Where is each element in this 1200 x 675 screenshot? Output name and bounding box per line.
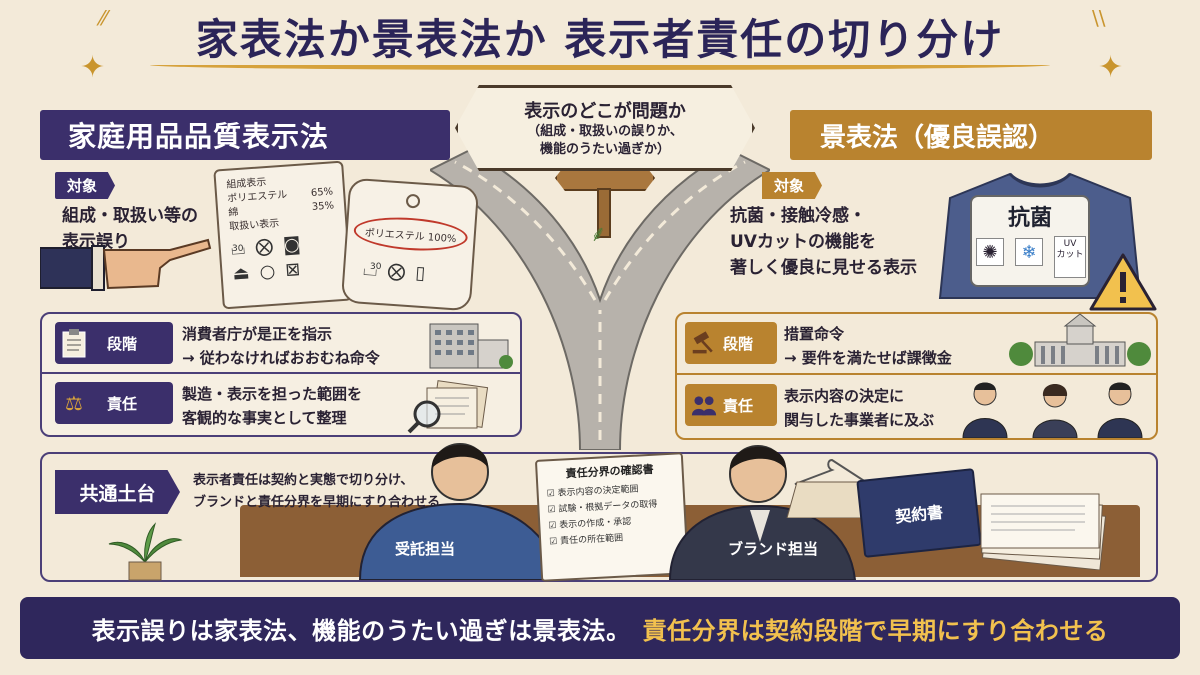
- paper-stack-icon: [980, 493, 1107, 570]
- contractor-label: 受託担当: [395, 540, 456, 558]
- checklist-item-text: 試験・根拠データの取得: [558, 499, 658, 515]
- common-text: 表示者責任は契約と実態で切り分け、 ブランドと責任分界を早期にすり合わせる: [193, 470, 440, 514]
- right-target-line-1: 抗菌・接触冷感・: [730, 206, 866, 226]
- signpost-main: 表示のどこが問題か: [524, 101, 686, 122]
- plant-icon: [108, 522, 183, 581]
- scales-icon: ⚖: [65, 391, 83, 415]
- label-hole: [405, 193, 421, 209]
- bottom-banner: 表示誤りは家表法、機能のうたい過ぎは景表法。 責任分界は契約段階で早期にすり合わ…: [20, 597, 1180, 659]
- right-stage-label: 段階: [723, 334, 754, 353]
- left-resp-line-1: 製造・表示を担った範囲を: [182, 385, 363, 403]
- no-bleach-icon: ⨂: [386, 260, 407, 283]
- right-info-box: [675, 312, 1158, 440]
- left-header: 家庭用品品質表示法: [40, 110, 450, 160]
- right-header: 景表法（優良誤認）: [790, 110, 1152, 160]
- checkbox-icon: ☑: [546, 488, 558, 500]
- composition-label: 組成表示 ポリエステル 65% 綿 35% 取扱い表示 ⌴ ⨂ ◙ ⏏ ○ ⊠: [213, 160, 353, 310]
- garment-hanger-icon: [786, 458, 878, 518]
- right-resp-badge: 責任: [685, 384, 777, 426]
- right-resp-line-2: 関与した事業者に及ぶ: [784, 411, 935, 429]
- right-resp-text: 表示内容の決定に 関与した事業者に及ぶ: [784, 384, 934, 432]
- label-row2-val: 35%: [311, 200, 335, 213]
- no-bleach-icon: ⨂: [254, 235, 274, 258]
- right-resp-line-1: 表示内容の決定に: [784, 387, 905, 405]
- left-stage-label: 段階: [107, 334, 138, 353]
- signpost-text: 表示のどこが問題か （組成・取扱いの誤りか、 機能のうたい過ぎか）: [455, 85, 755, 171]
- iron-icon: ⏏: [231, 262, 251, 285]
- banner-part-2: 責任分界は契約段階で早期にすり合わせる: [642, 616, 1109, 645]
- label2-circled: ポリエステル 100%: [364, 227, 457, 246]
- label1-temp: 30: [232, 244, 244, 254]
- checkbox-icon: ☑: [548, 520, 560, 532]
- right-target-tag: 対象: [762, 172, 823, 199]
- left-resp-text: 製造・表示を担った範囲を 客観的な事実として整理: [182, 382, 362, 430]
- checkbox-icon: ☑: [547, 504, 559, 516]
- left-divider: [42, 372, 520, 374]
- tumble-dry-icon: ◙: [282, 233, 302, 256]
- checklist-item-text: 責任の所在範囲: [559, 533, 624, 547]
- brand-person-illustration: [668, 445, 857, 580]
- label2-temp: 30: [370, 262, 382, 272]
- right-target-text: 抗菌・接触冷感・ UVカットの機能を 著しく優良に見せる表示: [730, 203, 917, 281]
- no-dry-icon: ⊠: [284, 258, 302, 281]
- checkbox-icon: ☑: [548, 536, 561, 548]
- sparkle-icon: ✦: [80, 50, 106, 85]
- bacteria-icon: ✺: [976, 238, 1004, 266]
- right-stage-text: 措置命令 → 要件を満たせば課徴金: [784, 322, 952, 370]
- left-resp-badge: ⚖ 責任: [55, 382, 173, 424]
- warning-icon: [1089, 253, 1157, 311]
- left-stage-text: 消費者庁が是正を指示 → 従わなければおおむね命令: [182, 322, 380, 370]
- signpost-board: [455, 85, 755, 171]
- people-icon: [691, 392, 717, 418]
- hang-dry-icon: ▯: [414, 262, 427, 285]
- left-stage-line-1: 消費者庁が是正を指示: [182, 325, 333, 343]
- sparkle-icon: ⁄⁄: [100, 6, 107, 30]
- clipboard-icon: [61, 329, 87, 358]
- checklist-item-text: 表示の作成・承認: [559, 517, 632, 531]
- contract-book: 契約書: [856, 468, 982, 558]
- uv-cut-icon: UV カット: [1054, 236, 1086, 278]
- snowflake-icon: ❄: [1015, 238, 1043, 266]
- title-underline: [150, 60, 1050, 70]
- common-ground-box: [40, 452, 1158, 582]
- left-resp-label: 責任: [107, 394, 138, 413]
- left-resp-line-2: 客観的な事実として整理: [182, 409, 347, 427]
- sign-post: [597, 188, 611, 238]
- common-line-1: 表示者責任は契約と実態で切り分け、: [193, 473, 414, 488]
- left-stage-badge: 段階: [55, 322, 173, 364]
- checklist-item-text: 表示内容の決定範囲: [557, 484, 639, 499]
- pointing-hand-icon: [40, 238, 212, 291]
- forked-road: [430, 150, 770, 450]
- common-tag: 共通土台: [55, 470, 180, 514]
- right-stage-line-2: → 要件を満たせば課徴金: [784, 349, 952, 367]
- contractor-person-illustration: [358, 443, 562, 580]
- signpost-sub-1: （組成・取扱いの誤りか、: [527, 124, 683, 139]
- brand-label: ブランド担当: [728, 540, 819, 558]
- composition-label-2: ポリエステル 100% ⌴ ⨂ ▯: [340, 177, 480, 312]
- government-building-icon: [1009, 313, 1151, 367]
- right-target-line-2: UVカットの機能を: [730, 232, 876, 252]
- government-building-icon: [429, 323, 513, 369]
- left-target-tag: 対象: [55, 172, 116, 199]
- sparkle-icon: \\: [1092, 6, 1106, 30]
- right-target-line-3: 著しく優良に見せる表示: [730, 258, 917, 278]
- sparkle-icon: ✦: [1098, 50, 1124, 85]
- common-line-2: ブランドと責任分界を早期にすり合わせる: [193, 495, 441, 510]
- business-people-illustration: [962, 382, 1143, 438]
- grass-icon: ⸙: [590, 222, 607, 247]
- right-divider: [677, 373, 1156, 375]
- dryclean-icon: ○: [258, 260, 276, 283]
- gavel-icon: [691, 330, 717, 356]
- right-stage-badge: 段階: [685, 322, 777, 364]
- page-title: 家表法か景表法か 表示者責任の切り分け: [195, 15, 1005, 64]
- left-stage-line-2: → 従わなければおおむね命令: [182, 349, 380, 367]
- signpost-sub-2: 機能のうたい過ぎか）: [539, 142, 670, 157]
- documents-magnifier-icon: [407, 380, 489, 434]
- shirt-tag-text: 抗菌: [1007, 206, 1052, 231]
- right-stage-line-1: 措置命令: [784, 325, 845, 343]
- banner-part-1: 表示誤りは家表法、機能のうたい過ぎは景表法。: [91, 616, 631, 645]
- label-row2-name: 綿: [227, 207, 239, 219]
- left-target-line-1: 組成・取扱い等の: [62, 206, 198, 226]
- right-resp-label: 責任: [723, 396, 754, 415]
